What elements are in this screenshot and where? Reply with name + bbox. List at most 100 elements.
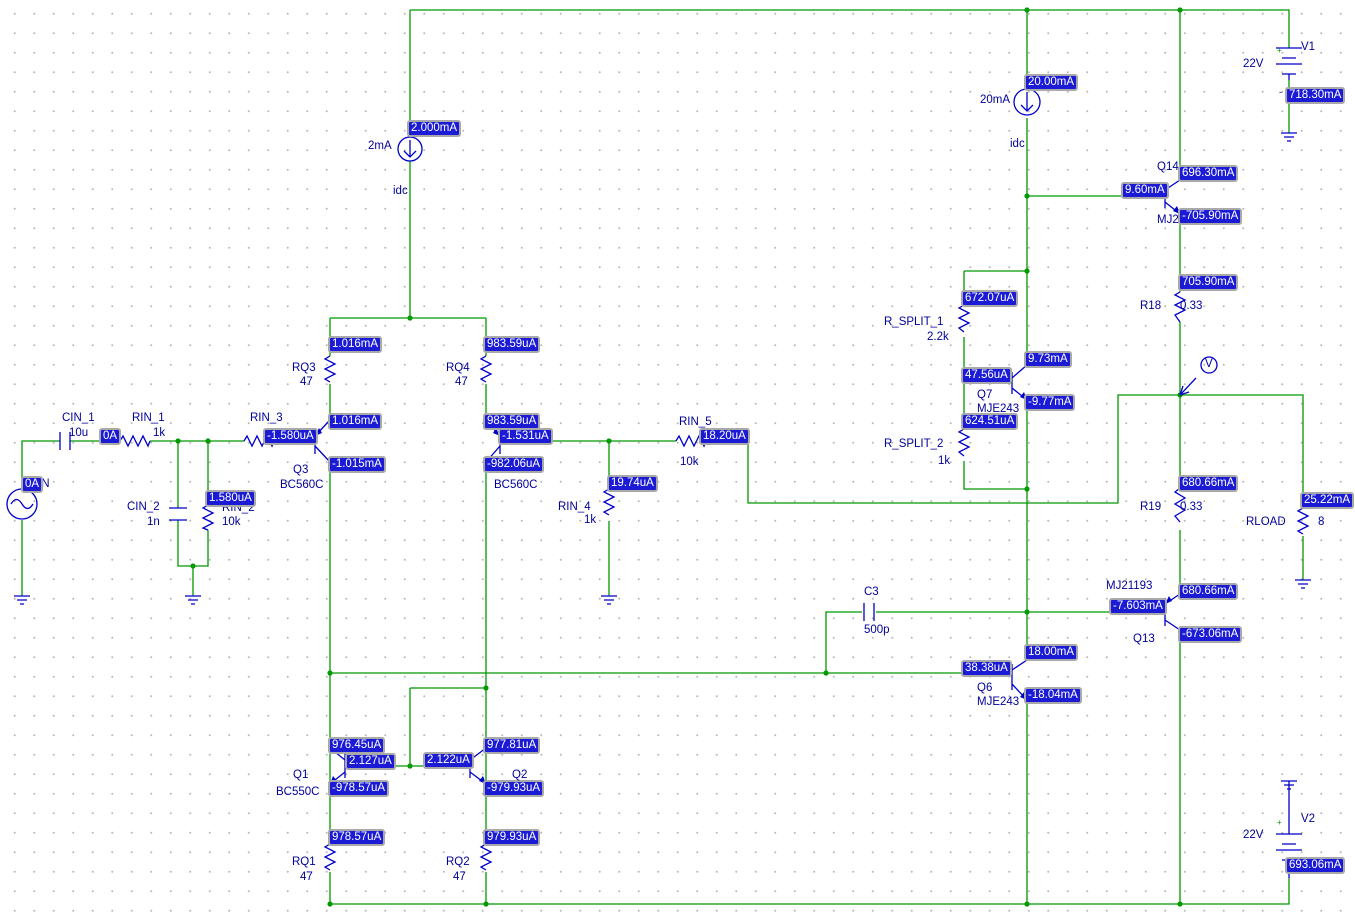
grounds	[14, 132, 1311, 810]
q1-base-marker[interactable]: 2.127uA	[345, 753, 396, 770]
rin5-current-marker[interactable]: 18.20uA	[699, 428, 750, 445]
resistor-rin4-symbol	[602, 488, 616, 516]
q4-base-marker[interactable]: -1.531uA	[498, 428, 553, 445]
ground-icon	[1295, 579, 1311, 589]
v2-current-marker[interactable]: 693.06mA	[1285, 857, 1346, 874]
q2-base-marker[interactable]: 2.122uA	[423, 752, 474, 769]
rq3-value-label: 47	[300, 376, 313, 388]
cin1-current-marker[interactable]: 0A	[99, 428, 122, 445]
cin2-name-label: CIN_2	[127, 501, 160, 513]
q1-emitter-marker[interactable]: -978.57uA	[328, 780, 390, 797]
rq1-value-label: 47	[300, 871, 313, 883]
resistor-rq1-symbol	[323, 843, 337, 871]
q7-collector-marker[interactable]: 9.73mA	[1024, 351, 1072, 368]
cin1-name-label: CIN_1	[62, 412, 95, 424]
cin2-value-label: 1n	[147, 516, 160, 528]
isrc-20ma-type-label: idc	[1010, 138, 1025, 150]
r19-name-label: R19	[1140, 501, 1162, 513]
current-source-20ma-symbol	[1013, 88, 1041, 116]
c3-name-label: C3	[864, 586, 879, 598]
rsplit1-current-marker[interactable]: 672.07uA	[961, 290, 1019, 307]
q14-emitter-marker[interactable]: -705.90mA	[1178, 208, 1243, 225]
r19-value-label: 0.33	[1180, 501, 1203, 513]
isrc-20ma-current-marker[interactable]: 20.00mA	[1024, 74, 1079, 91]
r19-current-marker[interactable]: 680.66mA	[1178, 475, 1239, 492]
v1-current-marker[interactable]: 718.30mA	[1285, 87, 1346, 104]
rin1-value-label: 1k	[153, 427, 166, 439]
rq4-value-label: 47	[455, 376, 468, 388]
rq4-current-marker[interactable]: 983.59uA	[483, 336, 541, 353]
resistor-r18-symbol	[1173, 291, 1187, 323]
resistor-rq3-symbol	[323, 355, 337, 383]
capacitor-cin2-symbol	[169, 507, 187, 521]
rin2-value-label: 10k	[222, 516, 241, 528]
q7-emitter-marker[interactable]: -9.77mA	[1024, 394, 1076, 411]
q3-base-marker[interactable]: -1.580uA	[263, 428, 318, 445]
resistor-rload-symbol	[1296, 507, 1310, 535]
q6-emitter-marker[interactable]: -18.04mA	[1024, 687, 1082, 704]
q3-collector-marker[interactable]: -1.015mA	[328, 456, 386, 473]
q14-collector-marker[interactable]: 696.30mA	[1178, 165, 1239, 182]
v2-name-label: V2	[1301, 813, 1316, 825]
rsplit2-value-label: 1k	[938, 455, 951, 467]
c3-value-label: 500p	[864, 624, 890, 636]
rq1-current-marker[interactable]: 978.57uA	[328, 829, 386, 846]
q13-base-marker[interactable]: -7.603mA	[1109, 598, 1167, 615]
rq2-value-label: 47	[453, 871, 466, 883]
rsplit1-name-label: R_SPLIT_1	[884, 316, 944, 328]
r18-value-label: 0.33	[1180, 300, 1203, 312]
q1-model-label: BC550C	[276, 786, 320, 798]
q14-base-marker[interactable]: 9.60mA	[1121, 182, 1169, 199]
rin1-name-label: RIN_1	[132, 412, 165, 424]
current-sources	[397, 88, 1041, 162]
q1-collector-marker[interactable]: 976.45uA	[328, 737, 386, 754]
rload-current-marker[interactable]: 25.22mA	[1300, 492, 1355, 509]
rin4-name-label: RIN_4	[558, 501, 591, 513]
resistors	[119, 291, 1310, 871]
r18-current-marker[interactable]: 705.90mA	[1178, 274, 1239, 291]
source-in-symbol	[6, 488, 38, 520]
isrc-2ma-type-label: idc	[393, 185, 408, 197]
q13-collector-marker[interactable]: -673.06mA	[1178, 626, 1243, 643]
capacitor-cin1-symbol	[59, 432, 71, 450]
cin1-value-label: 10u	[69, 427, 89, 439]
v1-value-label: 22V	[1243, 58, 1264, 70]
q13-emitter-marker[interactable]: 680.66mA	[1178, 583, 1239, 600]
capacitors	[59, 432, 875, 621]
in-name-label: IN	[38, 478, 50, 490]
rload-value-label: 8	[1318, 516, 1325, 528]
rq3-current-marker[interactable]: 1.016mA	[328, 336, 383, 353]
rload-name-label: RLOAD	[1246, 516, 1286, 528]
battery-v1-symbol	[1276, 47, 1302, 80]
isrc-2ma-current-marker[interactable]: 2.000mA	[407, 120, 462, 137]
probe-label: V	[1205, 358, 1213, 370]
q7-base-marker[interactable]: 47.56uA	[961, 367, 1012, 384]
v1-minus-icon: -	[1279, 87, 1282, 97]
q14-name-label: Q14	[1157, 161, 1179, 173]
rq2-current-marker[interactable]: 979.93uA	[483, 829, 541, 846]
current-source-2ma-symbol	[397, 136, 423, 162]
resistor-rin1-symbol	[119, 434, 151, 448]
q3-model-label: BC560C	[280, 479, 324, 491]
ground-icon	[14, 595, 30, 605]
v1-plus-icon: +	[1277, 46, 1282, 55]
q2-emitter-marker[interactable]: -979.93uA	[483, 780, 545, 797]
rq1-name-label: RQ1	[292, 856, 316, 868]
q7-name-label: Q7	[977, 389, 993, 401]
q6-base-marker[interactable]: 38.38uA	[961, 660, 1012, 677]
resistor-rq2-symbol	[479, 843, 493, 871]
junctions	[175, 7, 1183, 907]
rin4-value-label: 1k	[584, 514, 597, 526]
isrc-2ma-value-label: 2mA	[368, 140, 392, 152]
rin2-current-marker[interactable]: 1.580uA	[205, 490, 256, 507]
q4-collector-marker[interactable]: -982.06uA	[483, 456, 545, 473]
resistor-rq4-symbol	[479, 355, 493, 383]
rsplit2-current-marker[interactable]: 624.51uA	[961, 413, 1019, 430]
resistor-rin2-symbol	[201, 504, 215, 531]
q2-collector-marker[interactable]: 977.81uA	[483, 737, 541, 754]
q6-collector-marker[interactable]: 18.00mA	[1024, 644, 1079, 661]
q3-emitter-marker[interactable]: 1.016mA	[328, 413, 383, 430]
in-current-marker[interactable]: 0A	[21, 476, 44, 493]
rin4-current-marker[interactable]: 19.74uA	[607, 475, 658, 492]
